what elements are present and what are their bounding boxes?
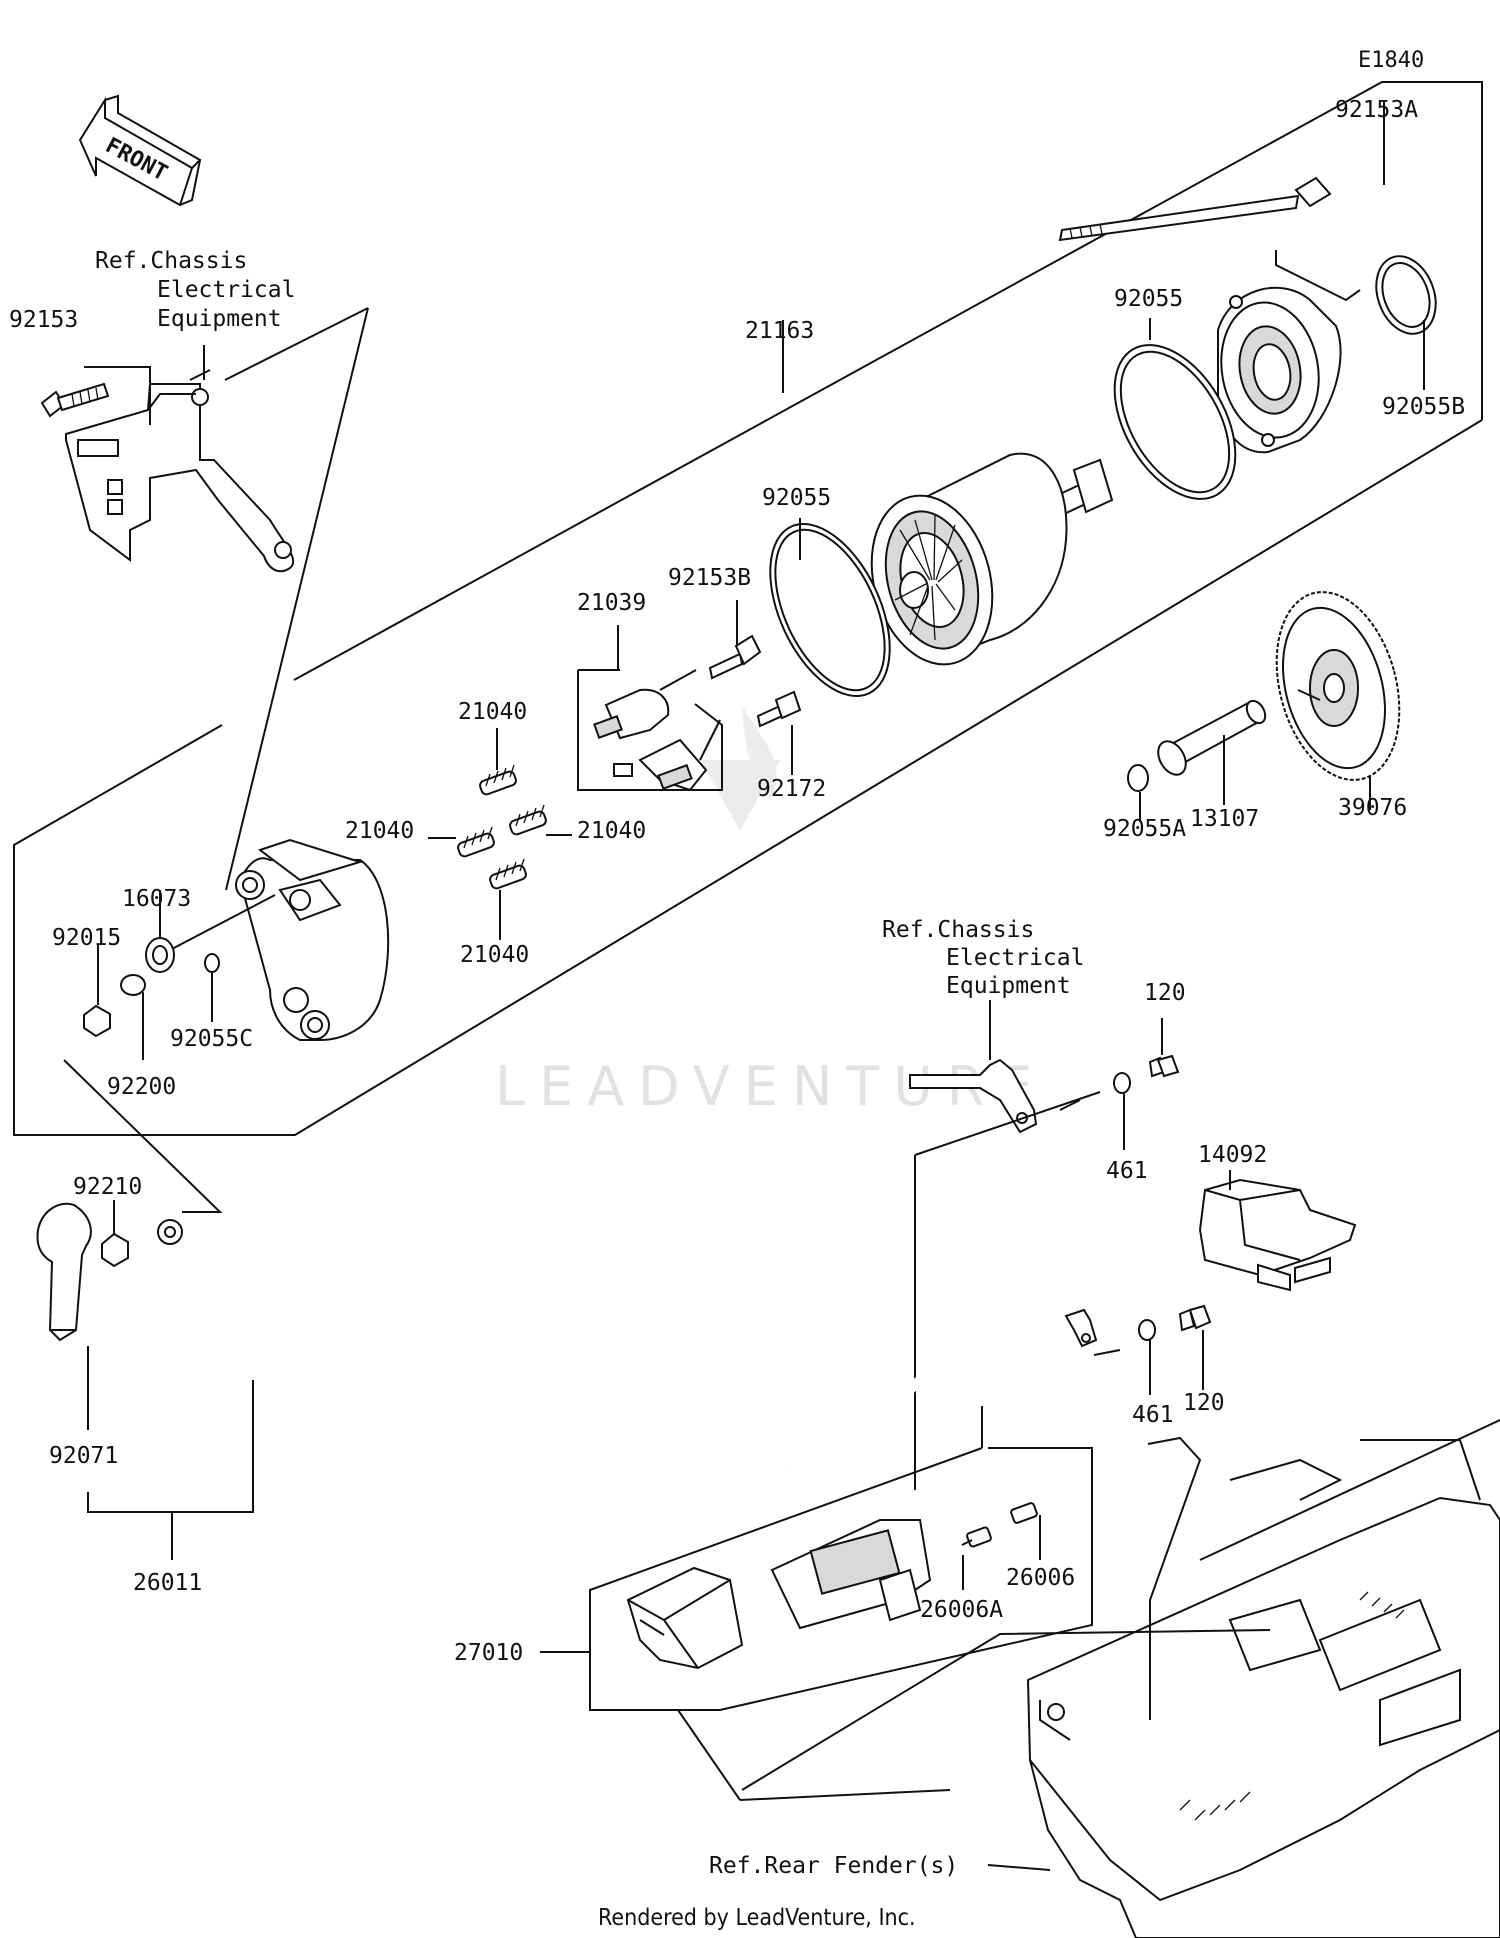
label-92153B: 92153B — [668, 565, 751, 591]
label-92200: 92200 — [107, 1074, 176, 1100]
label-14092: 14092 — [1198, 1142, 1267, 1168]
cable-ref-chassis — [909, 1058, 1038, 1134]
starter-motor-body — [870, 452, 1114, 666]
connector-block — [770, 1519, 932, 1630]
screw-92153B — [708, 634, 762, 680]
bolt-92153 — [40, 382, 110, 418]
spring-21040-right — [509, 804, 547, 836]
bracket-21039 — [577, 670, 723, 791]
terminal-cap-92071 — [36, 1202, 92, 1342]
svg-text:Equipment: Equipment — [157, 306, 282, 332]
starter-group-outline — [13, 81, 1483, 1136]
fuse-26006 — [1010, 1502, 1038, 1524]
label-92055-mid: 92055 — [762, 485, 831, 511]
nut-92210 — [101, 1232, 129, 1268]
relay-14092 — [1198, 1178, 1357, 1292]
ref-rear-fender: Ref.Rear Fender(s) — [709, 1853, 958, 1879]
diagram-id: E1840 — [1358, 48, 1424, 73]
label-13107: 13107 — [1190, 806, 1259, 832]
brush-holder-21039 — [593, 669, 721, 792]
oring-92055C — [204, 953, 220, 973]
fuse-26006A — [966, 1526, 992, 1548]
screw-92172 — [756, 690, 802, 728]
label-21163: 21163 — [745, 318, 814, 344]
label-92172: 92172 — [757, 776, 826, 802]
label-92153A: 92153A — [1335, 97, 1418, 123]
svg-text:Ref.Chassis: Ref.Chassis — [882, 917, 1034, 943]
through-bolt-92153A — [1058, 176, 1332, 242]
label-92055-top: 92055 — [1114, 286, 1183, 312]
label-26006: 26006 — [1006, 1565, 1075, 1591]
shaft-13107 — [1157, 699, 1267, 776]
washer-461-bottom — [1138, 1319, 1156, 1341]
label-461-top: 461 — [1106, 1158, 1148, 1184]
label-120-top: 120 — [1144, 980, 1186, 1006]
label-92015: 92015 — [52, 925, 121, 951]
spring-21040-left — [457, 826, 495, 858]
svg-text:Electrical: Electrical — [157, 277, 295, 303]
washer-92200 — [120, 974, 146, 996]
svg-text:Electrical: Electrical — [946, 945, 1084, 971]
label-21040-top: 21040 — [458, 699, 527, 725]
label-27010: 27010 — [454, 1640, 523, 1666]
label-92210: 92210 — [73, 1174, 142, 1200]
label-26011: 26011 — [133, 1570, 202, 1596]
washer-461-top — [1113, 1072, 1131, 1094]
label-21039: 21039 — [577, 590, 646, 616]
label-92055A: 92055A — [1103, 816, 1186, 842]
footer-credit: Rendered by LeadVenture, Inc. — [598, 1905, 916, 1931]
label-26006A: 26006A — [920, 1597, 1003, 1623]
bolt-120-bottom — [1178, 1304, 1212, 1332]
nut-92015 — [83, 1004, 111, 1038]
label-92071: 92071 — [49, 1443, 118, 1469]
label-16073: 16073 — [122, 886, 191, 912]
ref-chassis-top: Ref.Chassis Electrical Equipment — [95, 248, 295, 332]
svg-text:Equipment: Equipment — [946, 973, 1071, 999]
label-92055B: 92055B — [1382, 394, 1465, 420]
rear-fender-ref — [1026, 1419, 1500, 1938]
rectifier-27010 — [626, 1566, 744, 1670]
oring-92055-top — [1113, 344, 1237, 500]
label-21040-left: 21040 — [345, 818, 414, 844]
label-21040-right: 21040 — [577, 818, 646, 844]
starter-front-cover — [1217, 286, 1342, 454]
label-21040-bottom: 21040 — [460, 942, 529, 968]
bracket-27010 — [589, 1447, 1093, 1711]
bracket-top-left — [65, 383, 295, 573]
oring-92055-mid — [769, 522, 891, 698]
label-120-bottom: 120 — [1183, 1390, 1225, 1416]
washer-16073 — [145, 937, 175, 973]
label-92055C: 92055C — [170, 1026, 253, 1052]
gear-39076 — [1275, 591, 1401, 781]
label-39076: 39076 — [1338, 795, 1407, 821]
spring-21040-top — [479, 764, 517, 796]
svg-text:Ref.Chassis: Ref.Chassis — [95, 248, 247, 274]
starter-rear-cover — [235, 838, 390, 1041]
spring-21040-bottom — [489, 858, 527, 890]
ref-chassis-mid: Ref.Chassis Electrical Equipment — [882, 917, 1084, 999]
starter-cable-26011 — [157, 1219, 1098, 1481]
front-arrow-icon: FRONT — [78, 94, 202, 207]
bolt-120-top — [1148, 1054, 1180, 1078]
leader-92153 — [84, 366, 151, 425]
label-92153: 92153 — [9, 307, 78, 333]
oring-92055B — [1375, 255, 1437, 335]
oring-92055A — [1127, 764, 1149, 792]
label-461-bottom: 461 — [1132, 1402, 1174, 1428]
